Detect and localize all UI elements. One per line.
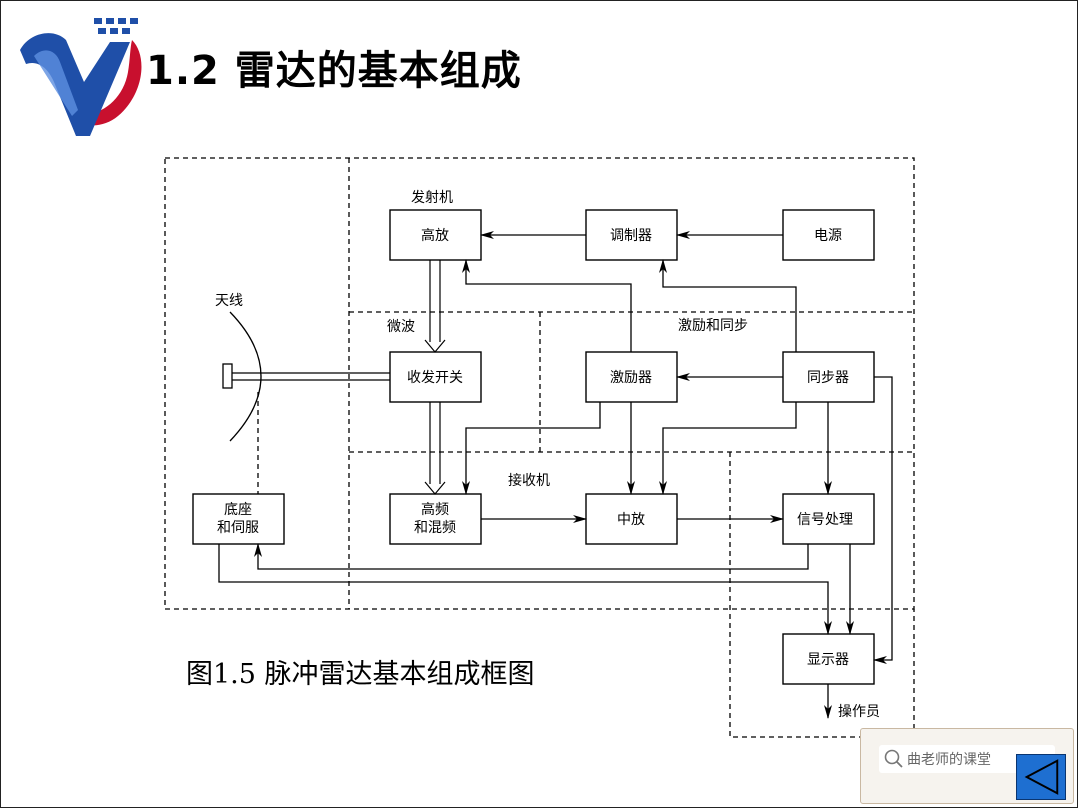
link-exciter-to-hpa xyxy=(462,259,632,352)
antenna xyxy=(222,311,390,494)
block-synchronizer xyxy=(782,351,875,403)
text-duplexer: 收发开关 xyxy=(407,370,463,386)
block-pedestal-servo xyxy=(192,493,285,545)
waveguide-links xyxy=(424,260,446,495)
link-sync-to-if xyxy=(659,402,797,495)
label-excitation-sync: 激励和同步 xyxy=(678,317,748,334)
block-labels: 高放 调制器 电源 收发开关 激励器 同步器 高频 和混频 中放 信号处理 底座… xyxy=(217,227,853,668)
logo-red-swoosh xyxy=(80,40,142,126)
block-modulator xyxy=(585,209,678,261)
logo-stripes xyxy=(94,18,138,34)
logo xyxy=(20,18,142,136)
text-modulator: 调制器 xyxy=(610,228,652,244)
block-exciter xyxy=(585,351,678,403)
text-rf-mixer-2: 和混频 xyxy=(414,520,456,536)
text-pedestal-2: 和伺服 xyxy=(217,520,259,536)
link-signal-to-pedestal xyxy=(254,543,809,570)
link-exciter-to-rf xyxy=(462,402,601,495)
block-display xyxy=(782,633,875,685)
outer-dashed-box xyxy=(164,157,915,610)
previous-slide-button[interactable] xyxy=(1016,754,1066,800)
link-pedestal-to-display xyxy=(218,544,832,635)
waveguide-duplexer-to-rf xyxy=(424,402,446,495)
text-rf-mixer-1: 高频 xyxy=(421,501,449,518)
label-transmitter: 发射机 xyxy=(411,190,453,206)
logo-v-inner xyxy=(34,50,78,116)
operator-dashed-box xyxy=(729,452,915,738)
waveguide-hpa-to-duplexer xyxy=(424,260,446,353)
label-microwave: 微波 xyxy=(387,319,415,335)
search-icon xyxy=(884,749,903,768)
block-if-amp xyxy=(585,493,678,545)
antenna-reflector xyxy=(229,311,262,442)
watermark-search-text: 曲老师的课堂 xyxy=(907,752,991,768)
link-sync-to-display xyxy=(873,376,893,664)
label-antenna: 天线 xyxy=(215,293,243,309)
block-power-supply xyxy=(782,209,875,261)
text-power-supply: 电源 xyxy=(814,228,842,244)
text-pedestal-1: 底座 xyxy=(224,502,252,518)
antenna-feed xyxy=(222,363,233,389)
text-display: 显示器 xyxy=(807,652,849,668)
slide-title: 1.2 雷达的基本组成 xyxy=(146,48,522,94)
block-duplexer xyxy=(389,351,482,403)
link-sync-to-modulator xyxy=(659,259,797,352)
block-signal-processor xyxy=(782,493,875,545)
watermark-search-bar[interactable]: 曲老师的课堂 xyxy=(879,745,1055,773)
blocks xyxy=(192,209,875,685)
text-high-power-amp: 高放 xyxy=(421,227,449,244)
figure-caption: 图1.5 脉冲雷达基本组成框图 xyxy=(186,659,535,690)
text-if-amp: 中放 xyxy=(617,512,645,528)
text-synchronizer: 同步器 xyxy=(807,370,849,386)
triangle-left-icon xyxy=(1024,759,1059,795)
label-receiver: 接收机 xyxy=(508,472,550,489)
text-exciter: 激励器 xyxy=(610,369,652,386)
label-operator: 操作员 xyxy=(838,704,880,720)
connections xyxy=(218,231,893,719)
text-signal-processor: 信号处理 xyxy=(797,512,853,528)
